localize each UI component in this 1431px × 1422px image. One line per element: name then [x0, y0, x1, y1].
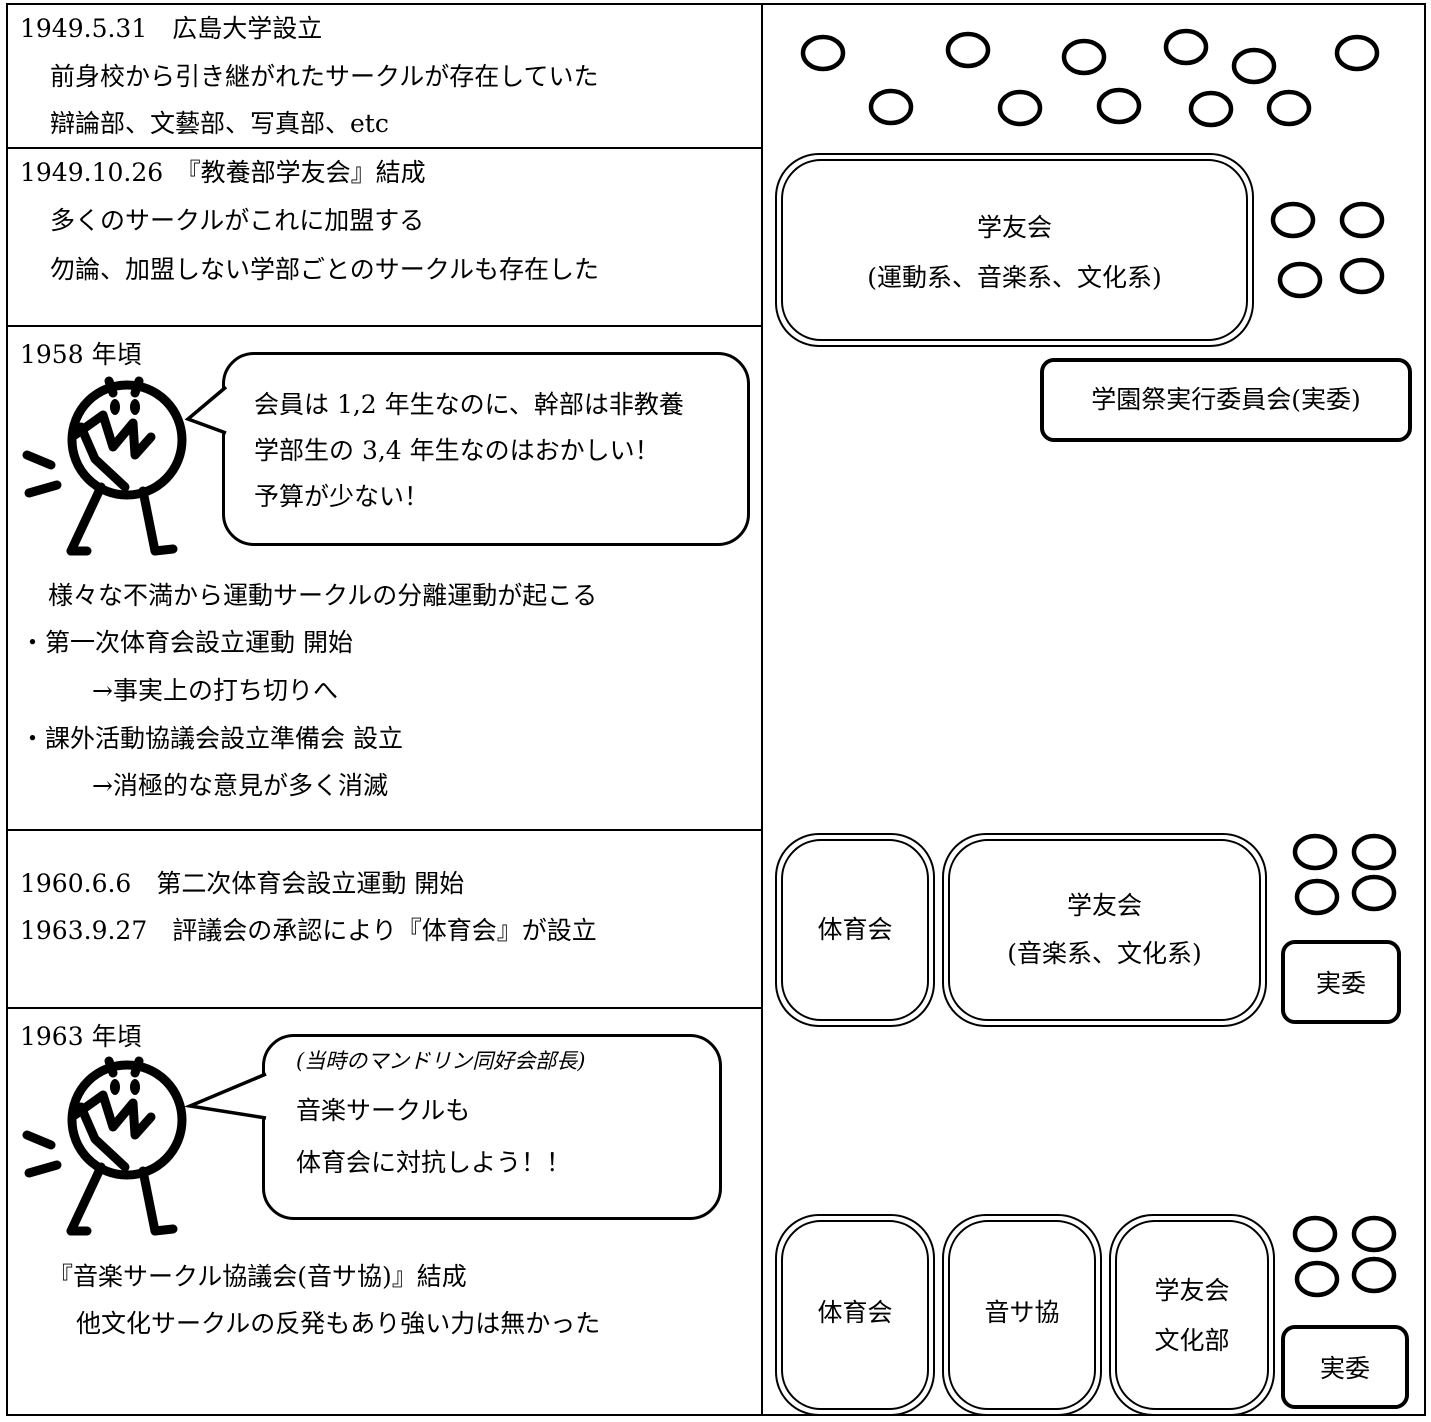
circle-icon [1351, 874, 1397, 912]
column-divider [761, 3, 763, 1416]
circle-icon [1266, 89, 1312, 127]
bubble-note: (当時のマンドリン同好会部長) [296, 1049, 586, 1073]
row3-text: ・第一次体育会設立運動 開始 [20, 628, 353, 657]
row2-title: 1949.10.26 『教養部学友会』結成 [20, 158, 426, 187]
bubble-text: 体育会に対抗しよう！！ [296, 1148, 572, 1177]
circle-icon [1231, 47, 1277, 85]
jitsui-box: 実委 [1281, 940, 1401, 1024]
box-label: 音サ協 [984, 1298, 1060, 1327]
box-label: 実委 [1315, 969, 1366, 998]
bubble-text: 学部生の 3,4 年生なのはおかしい！ [254, 436, 660, 465]
row1-title: 1949.5.31 広島大学設立 [20, 14, 323, 43]
circle-icon [1294, 1260, 1340, 1298]
bubble-text: 会員は 1,2 年生なのに、幹部は非教養 [254, 390, 684, 419]
row5-text: 他文化サークルの反発もあり強い力は無かった [76, 1309, 601, 1338]
speech-bubble-tail [183, 1072, 268, 1120]
row1-text: 前身校から引き継がれたサークルが存在していた [50, 62, 599, 91]
row-divider [6, 829, 763, 831]
bubble-text: 音楽サークルも [296, 1096, 471, 1125]
circle-icon [1270, 201, 1316, 239]
circle-icon [1096, 87, 1142, 125]
festival-committee-box: 学園祭実行委員会(実委) [1040, 358, 1412, 442]
box-label: 学友会 [1154, 1276, 1230, 1305]
table-frame [6, 3, 1426, 1416]
circle-icon [1292, 1215, 1338, 1253]
circle-icon [1351, 833, 1397, 871]
gakuyukai-box: 学友会 (運動系、音楽系、文化系) [775, 153, 1254, 347]
row2-text: 多くのサークルがこれに加盟する [50, 206, 425, 235]
row4-title: 1963.9.27 評議会の承認により『体育会』が設立 [20, 916, 597, 945]
circle-icon [1339, 257, 1385, 295]
taiikukai-box: 体育会 [775, 1214, 935, 1416]
onsakyo-box: 音サ協 [942, 1214, 1102, 1416]
speech-bubble [262, 1034, 722, 1220]
row3-text: ・課外活動協議会設立準備会 設立 [20, 724, 403, 753]
circle-icon [1334, 34, 1380, 72]
row5-title: 1963 年頃 [20, 1022, 142, 1051]
row1-text: 辯論部、文藝部、写真部、etc [50, 109, 389, 138]
box-label: 学友会 [976, 213, 1052, 242]
jitsui-box: 実委 [1281, 1325, 1409, 1409]
circle-icon [1163, 28, 1209, 66]
circle-cluster [1292, 1215, 1397, 1298]
circle-icon [1061, 38, 1107, 76]
row3-text: 様々な不満から運動サークルの分離運動が起こる [48, 581, 598, 610]
row2-text: 勿論、加盟しない学部ごとのサークルも存在した [50, 255, 600, 284]
box-label: 学友会 [1066, 891, 1142, 920]
circle-icon [1277, 261, 1323, 299]
row3-text: →消極的な意見が多く消滅 [92, 771, 388, 800]
row-divider [6, 1007, 763, 1009]
circle-icon [997, 89, 1043, 127]
circle-icon [1351, 1256, 1397, 1294]
circle-cluster [800, 28, 1380, 128]
row-divider [6, 325, 763, 327]
box-label: 実委 [1319, 1354, 1370, 1383]
box-label: 文化部 [1154, 1326, 1230, 1355]
row5-text: 『音楽サークル協議会(音サ協)』結成 [48, 1262, 467, 1291]
speech-bubble-tail [184, 385, 228, 435]
circle-icon [1351, 1215, 1397, 1253]
speech-bubble [222, 352, 750, 546]
circle-icon [1292, 833, 1338, 871]
mascot-icon [22, 1056, 187, 1236]
row3-title: 1958 年頃 [20, 340, 142, 369]
box-label: 体育会 [817, 915, 893, 944]
gakuyukai-box: 学友会 (音楽系、文化系) [942, 833, 1267, 1027]
box-label: (運動系、音楽系、文化系) [867, 263, 1162, 292]
mascot-icon [22, 376, 187, 556]
circle-icon [800, 34, 846, 72]
circle-cluster [1292, 833, 1397, 916]
circle-icon [1339, 201, 1385, 239]
gakuyukai-culture-box: 学友会 文化部 [1109, 1214, 1275, 1416]
taiikukai-box: 体育会 [775, 833, 935, 1027]
circle-icon [1188, 90, 1234, 128]
row3-text: →事実上の打ち切りへ [92, 676, 338, 705]
circle-cluster [1270, 201, 1385, 299]
row-divider [6, 147, 763, 149]
bubble-text: 予算が少ない！ [254, 482, 430, 511]
box-label: 学園祭実行委員会(実委) [1091, 385, 1361, 414]
circle-icon [868, 88, 914, 126]
circle-icon [1294, 878, 1340, 916]
box-label: (音楽系、文化系) [1007, 939, 1202, 968]
box-label: 体育会 [817, 1298, 893, 1327]
row4-title: 1960.6.6 第二次体育会設立運動 開始 [20, 869, 465, 898]
circle-icon [945, 31, 991, 69]
